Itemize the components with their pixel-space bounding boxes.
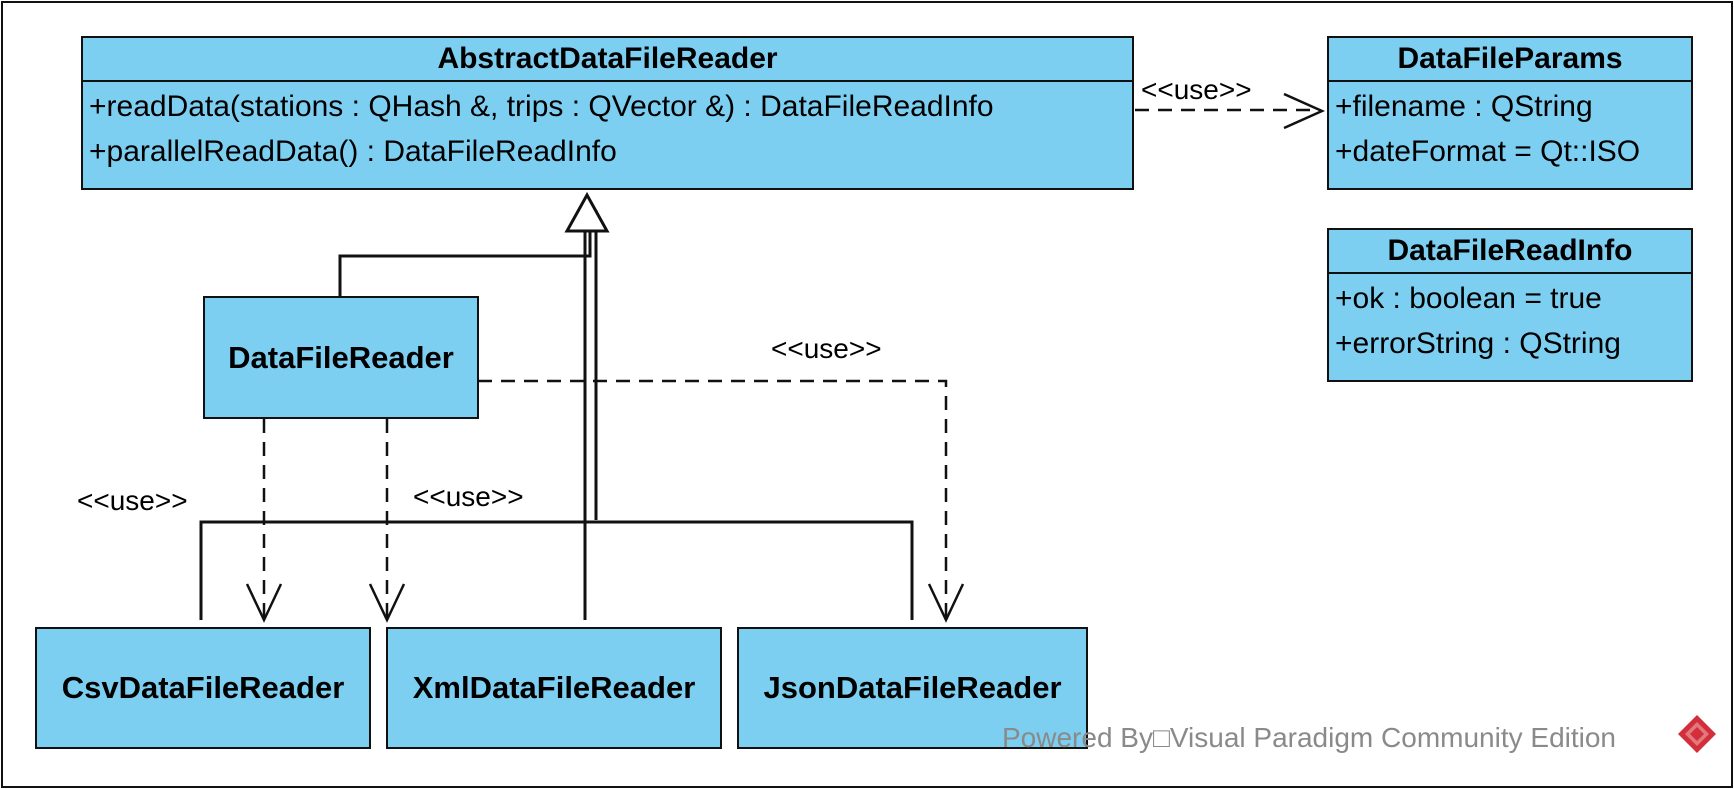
attributes-compartment: +filename : QString +dateFormat = Qt::IS… xyxy=(1329,82,1691,174)
attribute-dateformat: +dateFormat = Qt::ISO xyxy=(1335,135,1641,168)
dependency-reader-to-csv xyxy=(245,419,283,623)
dependency-line-json xyxy=(478,379,948,618)
dependency-reader-to-xml xyxy=(368,419,406,623)
class-csvdatafilereader[interactable]: CsvDataFileReader xyxy=(35,627,371,749)
class-name: AbstractDataFileReader xyxy=(437,42,778,75)
dependency-reader-to-json xyxy=(478,379,965,623)
operation-parallelreaddata: +parallelReadData() : DataFileReadInfo xyxy=(89,135,617,168)
compartment-divider xyxy=(83,80,1132,82)
operation-readdata: +readData(stations : QHash &, trips : QV… xyxy=(89,90,994,123)
generalization-line-datafilereader xyxy=(338,210,592,296)
stereotype-label-params: <<use>> xyxy=(1141,74,1252,105)
watermark-text: Powered By□Visual Paradigm Community Edi… xyxy=(1002,722,1617,753)
attributes-compartment: +ok : boolean = true +errorString : QStr… xyxy=(1329,274,1691,366)
dependency-arrowhead-params xyxy=(1283,92,1326,130)
generalization-arrowhead xyxy=(564,191,610,233)
class-xmldatafilereader[interactable]: XmlDataFileReader xyxy=(386,627,722,749)
compartment-divider xyxy=(1329,80,1691,82)
class-abstractdatafilereader[interactable]: AbstractDataFileReader +readData(station… xyxy=(81,36,1134,190)
class-datafileparams[interactable]: DataFileParams +filename : QString +date… xyxy=(1327,36,1693,190)
attribute-errorstring: +errorString : QString xyxy=(1335,327,1621,360)
stereotype-label-xml: <<use>> xyxy=(413,481,524,512)
dependency-arrowhead-csv xyxy=(245,583,283,623)
visual-paradigm-logo-icon xyxy=(1678,715,1716,753)
class-name: DataFileReadInfo xyxy=(1387,234,1633,267)
dependency-abstract-to-params xyxy=(1135,92,1326,130)
operations-compartment: +readData(stations : QHash &, trips : QV… xyxy=(83,82,1132,174)
class-datafilereadinfo[interactable]: DataFileReadInfo +ok : boolean = true +e… xyxy=(1327,228,1693,382)
class-jsondatafilereader[interactable]: JsonDataFileReader xyxy=(737,627,1088,749)
generalization-line-csv xyxy=(199,520,914,620)
class-name: DataFileParams xyxy=(1397,42,1623,75)
dependency-arrowhead-xml xyxy=(368,583,406,623)
class-datafilereader[interactable]: DataFileReader xyxy=(203,296,479,419)
generalization-connectors xyxy=(199,191,914,620)
compartment-divider xyxy=(1329,272,1691,274)
stereotype-label-csv: <<use>> xyxy=(77,485,188,516)
attribute-filename: +filename : QString xyxy=(1335,90,1593,123)
attribute-ok: +ok : boolean = true xyxy=(1335,282,1602,315)
stereotype-label-json: <<use>> xyxy=(771,333,882,364)
dependency-arrowhead-json xyxy=(927,583,965,623)
